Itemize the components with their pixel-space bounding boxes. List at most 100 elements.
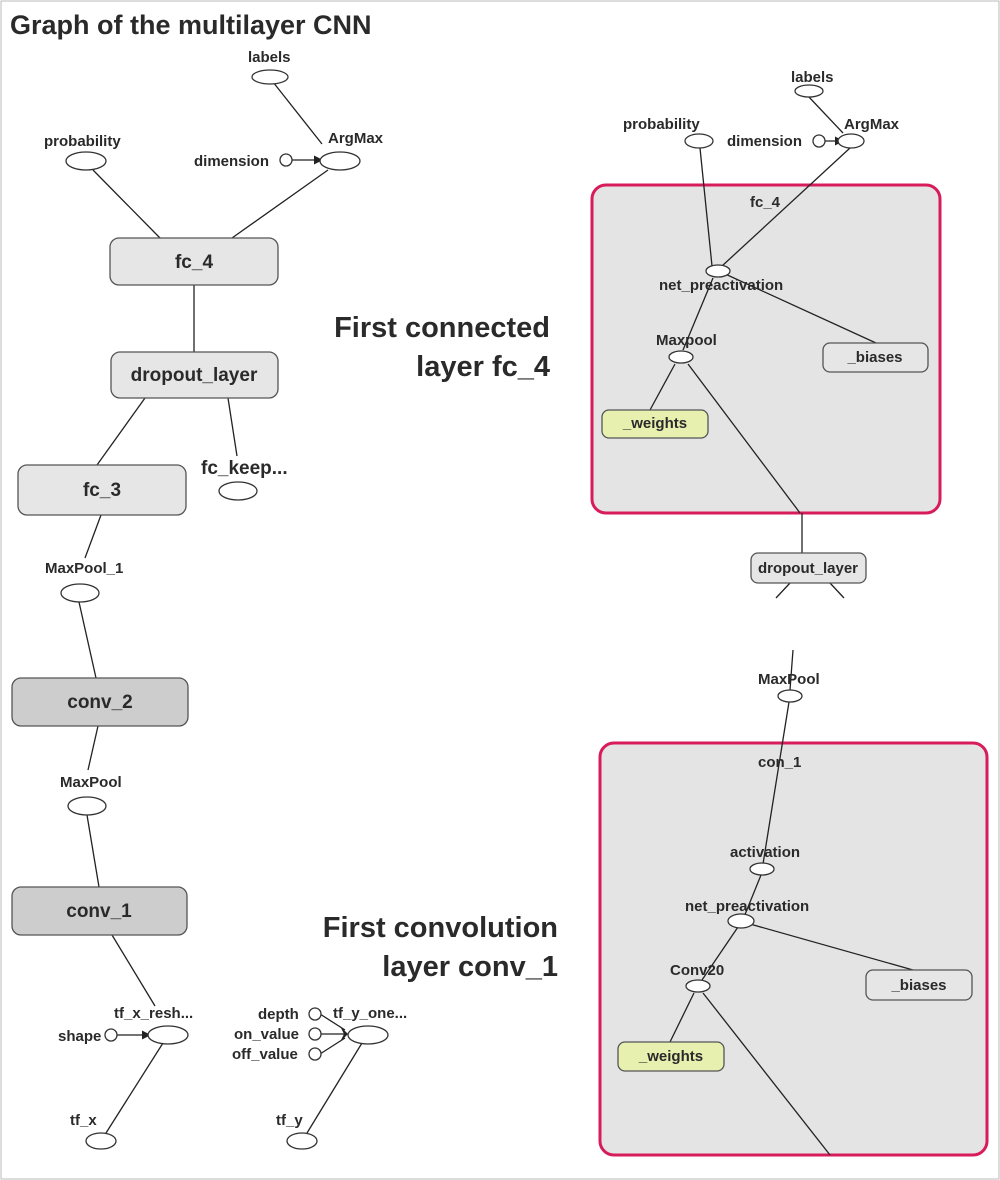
edge-tfxreshape-tfx [105, 1042, 164, 1134]
maxpool-node[interactable] [67, 796, 107, 816]
edge-onehot-tfy [306, 1042, 363, 1134]
depth-node[interactable] [308, 1007, 322, 1021]
labels-node[interactable] [251, 69, 289, 85]
edge-d-maxpool-down [687, 363, 801, 514]
off-value-node[interactable] [308, 1047, 322, 1061]
on-value-label: on_value [234, 1026, 299, 1043]
conv2-label: conv_2 [67, 692, 132, 713]
edge-argmax-fc4 [231, 169, 329, 239]
c-weights-label: _weights [638, 1048, 703, 1065]
d-net-preactivation-node[interactable] [705, 264, 731, 278]
depth-label: depth [258, 1006, 299, 1023]
d-weights-label: _weights [622, 415, 687, 432]
d-maxpool-node[interactable] [668, 350, 694, 364]
edge-d-maxpool-weights [649, 363, 676, 411]
dropout-layer-label: dropout_layer [131, 365, 258, 386]
d-dropout-layer-label: dropout_layer [758, 560, 858, 577]
c-conv20-label: Conv20 [670, 962, 724, 979]
fc-keep-node[interactable] [218, 481, 258, 501]
conv1-label: conv_1 [66, 901, 132, 922]
c-activation-node[interactable] [749, 862, 775, 876]
edge-d-argmax-net [721, 147, 851, 267]
c-net-preactivation-node[interactable] [727, 913, 755, 929]
edge-maxpool-conv1 [86, 814, 100, 888]
dimension-node[interactable] [279, 153, 293, 167]
d-group-fc4-label: fc_4 [750, 194, 781, 211]
c-activation-label: activation [730, 844, 800, 861]
page-title: Graph of the multilayer CNN [10, 10, 372, 40]
shape-node[interactable] [104, 1028, 118, 1042]
onehot-arrowheads [340, 1026, 348, 1042]
probability-label: probability [44, 133, 121, 150]
tf-y-onehot-node[interactable] [347, 1025, 389, 1045]
c-conv20-node[interactable] [685, 979, 711, 993]
edge-dropout-fckeep [227, 397, 238, 457]
d-biases-box[interactable] [822, 342, 929, 373]
tf-y-onehot-label: tf_y_one... [333, 1005, 407, 1022]
tf-x-node[interactable] [85, 1132, 117, 1150]
labels-label: labels [248, 49, 291, 66]
d-probability-label: probability [623, 116, 700, 133]
callout-fc4-line1: First connected [334, 312, 550, 344]
maxpool1-node[interactable] [60, 583, 100, 603]
c-maxpool-label: MaxPool [758, 671, 820, 688]
fc4-detail: labels probability dimension ArgMax fc_4… [590, 69, 942, 599]
edge-c-conv-down [702, 992, 831, 1156]
edge-probability-fc4 [92, 169, 161, 239]
edge-fc3-maxpool1 [84, 514, 102, 559]
c-biases-box[interactable] [865, 969, 973, 1001]
probability-node[interactable] [65, 151, 107, 171]
shape-label: shape [58, 1028, 101, 1045]
conv1-box[interactable] [11, 886, 188, 936]
edge-d-probability-net [699, 147, 713, 267]
tf-x-reshape-label: tf_x_resh... [114, 1005, 193, 1022]
d-net-preactivation-label: net_preactivation [659, 277, 783, 294]
dimension-label: dimension [194, 153, 269, 170]
conv2-box[interactable] [11, 677, 189, 727]
d-dropout-layer-box[interactable] [750, 552, 867, 584]
callout-conv1-line1: First convolution [323, 912, 558, 944]
edge-c-net-conv [701, 926, 739, 981]
conv1-group-panel[interactable] [598, 741, 989, 1157]
c-net-preactivation-label: net_preactivation [685, 898, 809, 915]
c-maxpool-node[interactable] [777, 689, 803, 703]
edge-d-net-biases [722, 272, 877, 344]
edge-labels-argmax [272, 81, 323, 145]
d-dimension-label: dimension [727, 133, 802, 150]
d-probability-node[interactable] [684, 133, 714, 149]
d-biases-label: _biases [846, 349, 902, 366]
argmax-label: ArgMax [328, 130, 384, 147]
fc3-label: fc_3 [83, 480, 121, 501]
edge-dropout-fc3 [96, 397, 146, 466]
edge-maxpool1-conv2 [78, 601, 97, 679]
argmax-node[interactable] [319, 151, 361, 171]
edge-d-net-maxpool [682, 277, 714, 351]
c-group-con1-label: con_1 [758, 754, 801, 771]
c-weights-box[interactable] [617, 1041, 725, 1072]
on-value-node[interactable] [308, 1027, 322, 1041]
edge-d-dropout-out-right [829, 582, 845, 599]
d-weights-box[interactable] [601, 409, 709, 439]
edge-c-maxpool-activation [762, 701, 790, 865]
fc4-box[interactable] [109, 237, 279, 286]
conv1-detail: MaxPool con_1 activation net_preactivati… [598, 649, 989, 1157]
callout-conv1-line2: layer conv_1 [382, 951, 558, 983]
fc3-box[interactable] [17, 464, 187, 516]
d-labels-node[interactable] [794, 84, 824, 98]
d-dimension-node[interactable] [812, 134, 826, 148]
dropout-layer-box[interactable] [110, 351, 279, 399]
edge-c-activation-net [743, 874, 762, 918]
edge-conv2-maxpool [87, 725, 99, 771]
fc4-label: fc_4 [175, 252, 213, 273]
d-maxpool-label: Maxpool [656, 332, 717, 349]
edge-c-conv-weights [669, 992, 695, 1043]
edge-c-input-maxpool [789, 649, 794, 691]
d-argmax-label: ArgMax [844, 116, 900, 133]
edge-d-labels-argmax [807, 95, 844, 134]
fc-keep-label: fc_keep... [201, 458, 288, 479]
tf-x-reshape-node[interactable] [147, 1025, 189, 1045]
left-graph: labels ArgMax probability dimension fc_4… [11, 49, 407, 1150]
d-argmax-node[interactable] [837, 133, 865, 149]
tf-y-node[interactable] [286, 1132, 318, 1150]
